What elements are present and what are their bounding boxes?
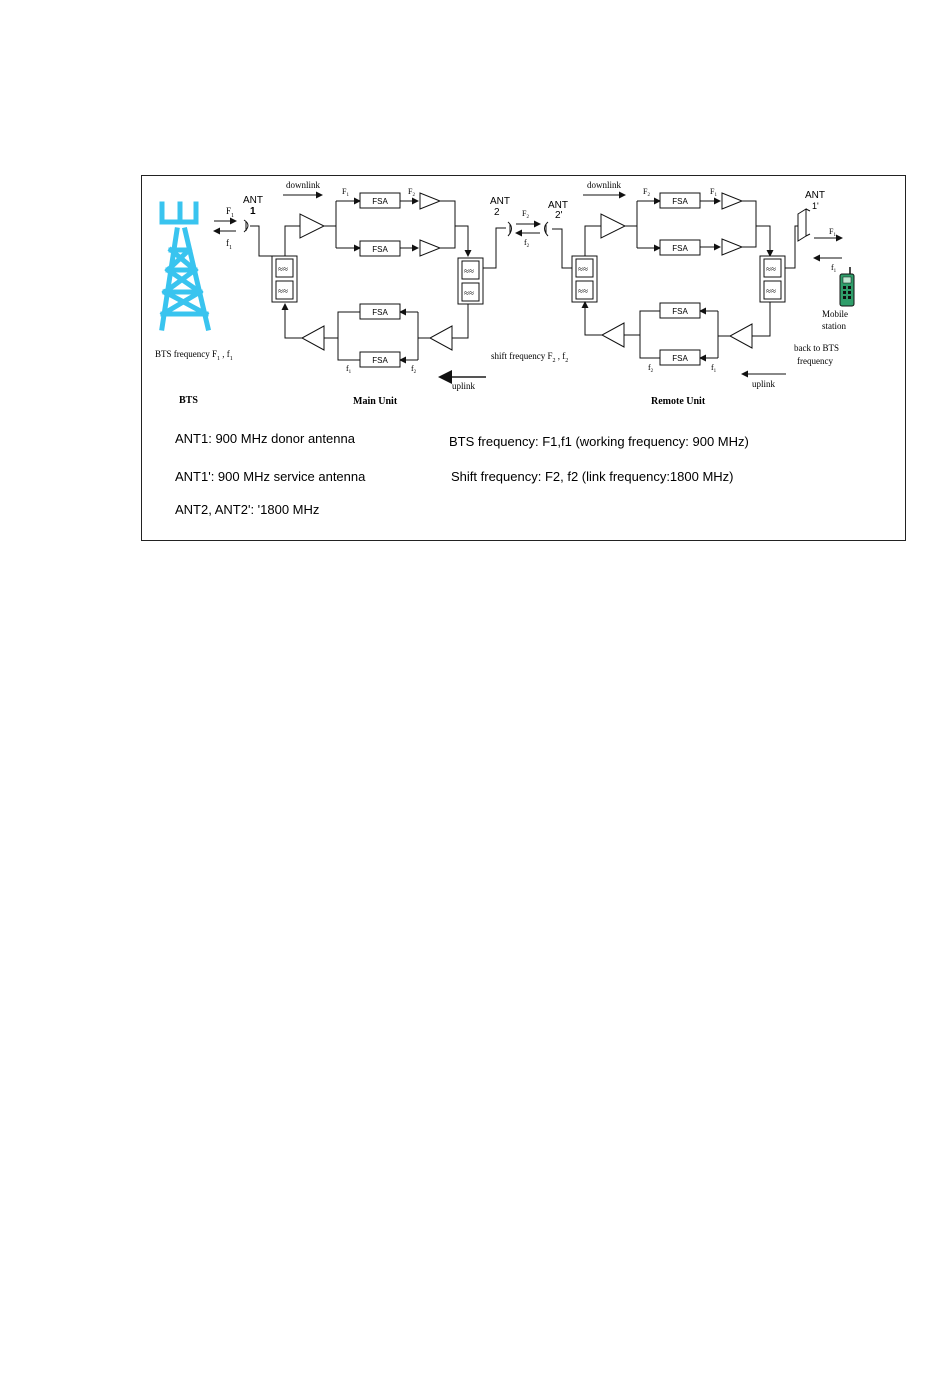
back-frequency-label: frequency: [797, 356, 833, 366]
legend-shift-frequency: Shift frequency: F2, f2 (link frequency:…: [451, 469, 734, 484]
remote-fsa-3-label: FSA: [672, 307, 688, 316]
back-to-bts-label: back to BTS: [794, 343, 839, 353]
left-F-label: F1: [226, 206, 234, 219]
main-duplexer-right: ≈≈ ≈≈: [457, 257, 484, 305]
ant2p-label: ANT: [548, 200, 568, 211]
mid-f-label: f2: [524, 238, 530, 249]
diagram-frame: [141, 175, 906, 541]
ant2-dish-icon: [507, 221, 512, 237]
svg-text:≈≈: ≈≈: [578, 286, 588, 296]
remote-fsa-4-label: FSA: [672, 354, 688, 363]
remote-downlink-amp: [600, 213, 627, 239]
svg-text:≈≈: ≈≈: [766, 264, 776, 274]
svg-text:≈≈: ≈≈: [278, 264, 288, 274]
right-F-label: F1: [829, 227, 836, 238]
main-duplexer-left: ≈≈ ≈≈: [271, 255, 298, 303]
main-fsa-1-label: FSA: [372, 197, 388, 206]
main-fsa-2-label: FSA: [372, 245, 388, 254]
main-unit-title: Main Unit: [353, 396, 398, 407]
main-amp-2: [419, 239, 442, 257]
remote-fsa-1-label: FSA: [672, 197, 688, 206]
remote-duplexer-right: ≈≈ ≈≈: [759, 255, 786, 303]
remote-duplexer-left: ≈≈ ≈≈: [571, 255, 598, 303]
ant2-number: 2: [494, 207, 500, 218]
remote-F2-label: F2: [643, 187, 650, 198]
main-downlink-label: downlink: [286, 180, 321, 190]
remote-F1-label: F1: [710, 187, 717, 198]
main-f2-label: f2: [411, 364, 417, 375]
ant1p-label: ANT: [805, 190, 825, 201]
ant1-number: 1: [250, 206, 256, 217]
right-f-label: f1: [831, 263, 837, 274]
mobile-phone-icon: [839, 267, 855, 307]
bts-tower-icon: [159, 201, 212, 332]
svg-text:≈≈: ≈≈: [464, 288, 474, 298]
svg-text:≈≈: ≈≈: [766, 286, 776, 296]
ant1p-number: 1': [812, 201, 819, 211]
ant1p-panel-icon: [797, 208, 811, 242]
remote-uplink-label: uplink: [752, 379, 776, 389]
legend-ant2: ANT2, ANT2': '1800 MHz: [175, 502, 319, 517]
remote-unit-title: Remote Unit: [651, 396, 706, 407]
remote-downlink-label: downlink: [587, 180, 622, 190]
remote-f1-label: f1: [711, 363, 717, 374]
shift-frequency-label: shift frequency F2 , f2: [491, 351, 568, 364]
ant2p-dish-icon: [544, 221, 549, 237]
main-f1-label: f1: [346, 364, 352, 375]
legend-ant1: ANT1: 900 MHz donor antenna: [175, 431, 356, 446]
legend-bts-frequency: BTS frequency: F1,f1 (working frequency:…: [449, 434, 749, 449]
main-uplink-amp-1: [428, 325, 453, 351]
svg-text:≈≈: ≈≈: [464, 266, 474, 276]
main-downlink-amp: [299, 213, 326, 239]
remote-fsa-2-label: FSA: [672, 244, 688, 253]
svg-text:≈≈: ≈≈: [578, 264, 588, 274]
remote-uplink-amp-2: [600, 322, 625, 348]
bts-label: BTS: [179, 395, 198, 406]
main-uplink-label: uplink: [452, 381, 476, 391]
remote-amp-2: [721, 238, 744, 256]
main-fsa-3-label: FSA: [372, 308, 388, 317]
mobile-label: Mobile: [822, 309, 848, 319]
legend-ant1p: ANT1': 900 MHz service antenna: [175, 469, 366, 484]
station-label: station: [822, 321, 846, 331]
main-amp-1: [419, 192, 442, 210]
ant1-dish-icon: [243, 219, 249, 233]
svg-text:≈≈: ≈≈: [278, 286, 288, 296]
main-uplink-amp-2: [300, 325, 325, 351]
mid-F-label: F2: [522, 209, 529, 220]
main-fsa-4-label: FSA: [372, 356, 388, 365]
ant2p-number: 2': [555, 210, 563, 221]
main-F2-label: F2: [408, 187, 415, 198]
ant1-label: ANT: [243, 195, 263, 206]
remote-uplink-amp-1: [728, 323, 753, 349]
ant2-label: ANT: [490, 196, 510, 207]
left-f-label: f1: [226, 238, 232, 251]
remote-f2-label: f2: [648, 363, 654, 374]
main-F1-label: F1: [342, 187, 349, 198]
remote-amp-1: [721, 192, 744, 210]
bts-frequency-label: BTS frequency F1 , f1: [155, 349, 233, 362]
